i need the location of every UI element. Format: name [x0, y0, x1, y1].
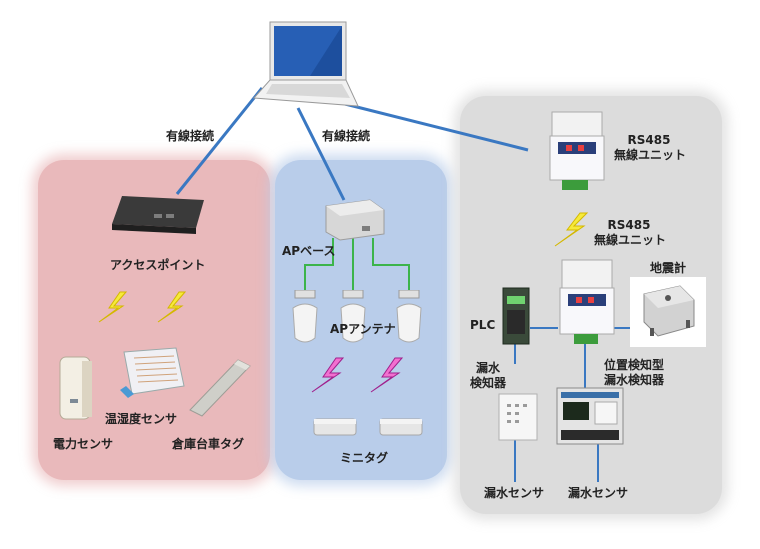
rs485-unit2-label: RS485 無線ユニット: [594, 218, 667, 248]
wired-link-left: [175, 87, 264, 195]
ap-base-label: APベース: [282, 244, 336, 258]
leak-detector-label-line1: 漏水: [475, 361, 500, 375]
warehouse-cart-tag-icon: [189, 359, 251, 417]
power-sensor-icon: [59, 356, 92, 420]
wireless-bolt-icon: [311, 357, 404, 393]
access-point-device-icon: [112, 196, 204, 234]
power-sensor-label: 電力センサ: [53, 437, 114, 451]
position-leak-detector-icon: [556, 387, 624, 445]
ap-antenna-icon: [340, 290, 366, 343]
position-leak-detector-label-line2: 漏水検知器: [604, 373, 665, 387]
rs485-unit2-desc: 無線ユニット: [594, 233, 667, 247]
plc-device-icon: [502, 287, 530, 345]
wired-link-right: [344, 102, 529, 152]
ap-base-device-icon: [325, 199, 385, 241]
ap-antenna-icon: [396, 290, 422, 343]
rs485-unit-label: RS485 無線ユニット: [614, 133, 687, 163]
temp-humidity-sensor-icon: [120, 347, 185, 398]
ap-antenna-icon: [292, 290, 318, 343]
position-leak-detector-label-line1: 位置検知型: [604, 358, 665, 372]
ap-antenna-wiring: [304, 238, 410, 292]
rs485-unit-name: RS485: [627, 133, 671, 147]
leak-detector-label: 漏水 検知器: [468, 361, 508, 391]
leak-detector-label-line2: 検知器: [469, 376, 506, 390]
seismometer-label: 地震計: [650, 261, 687, 275]
warehouse-cart-tag-label: 倉庫台車タグ: [172, 437, 245, 451]
rs485-unit2-name: RS485: [607, 218, 651, 232]
wireless-bolt-icon: [554, 212, 589, 247]
position-leak-detector-label: 位置検知型 漏水検知器: [604, 358, 664, 388]
seismometer-icon: [643, 285, 695, 337]
rs485-wireless-unit-icon: [549, 111, 605, 190]
plc-label: PLC: [470, 318, 496, 332]
leak-sensor-right-label: 漏水センサ: [568, 486, 629, 500]
wired-connection-label-middle: 有線接続: [322, 129, 371, 143]
leak-sensor-left-label: 漏水センサ: [484, 486, 545, 500]
wireless-bolt-icon: [98, 291, 187, 323]
access-point-label: アクセスポイント: [110, 258, 206, 272]
wired-link-middle: [296, 107, 346, 201]
temp-humidity-sensor-label: 温湿度センサ: [105, 412, 178, 426]
mini-tag-icon: [379, 418, 423, 436]
rs485-unit-desc: 無線ユニット: [614, 148, 687, 162]
wired-connection-label-left: 有線接続: [166, 129, 215, 143]
mini-tag-label: ミニタグ: [340, 451, 389, 465]
laptop-icon: [252, 21, 359, 107]
mini-tag-icon: [313, 418, 357, 436]
ap-antenna-label: APアンテナ: [330, 322, 396, 336]
rs485-wireless-unit-icon: [559, 259, 615, 344]
leak-detector-icon: [498, 393, 538, 441]
